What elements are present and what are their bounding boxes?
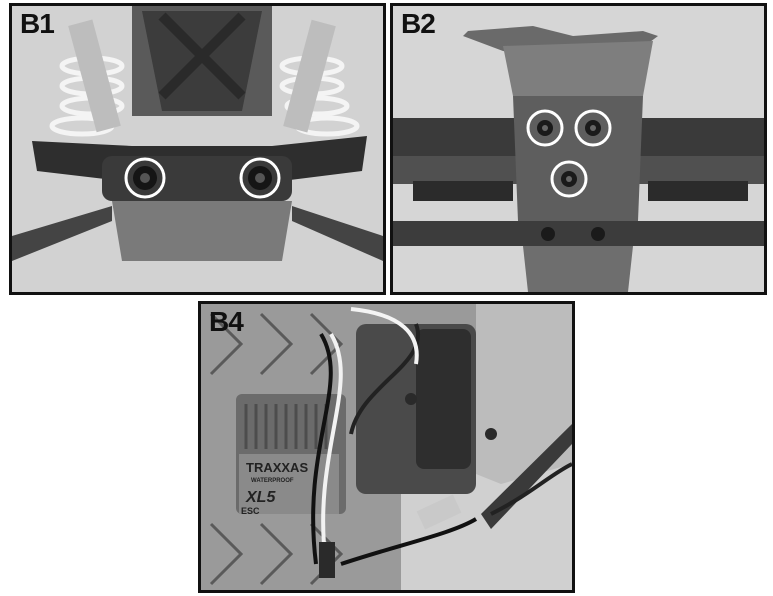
- callout-circle-bottom: [550, 160, 588, 198]
- panel-label-b4: B4: [209, 306, 244, 337]
- panel-b1: B1: [9, 3, 386, 295]
- panel-b4: B4 TRAXXAS WATERPROOF XL5 ESC: [198, 301, 575, 593]
- panel-b2: B2: [390, 3, 767, 295]
- front-bumper-photo: [12, 6, 383, 292]
- traxxas-logo: TRAXXAS: [246, 460, 308, 475]
- esc-model-label: XL5: [245, 489, 276, 506]
- callout-circle-left: [124, 157, 166, 199]
- esc-receiver-photo: TRAXXAS WATERPROOF XL5 ESC: [201, 304, 572, 590]
- underside-plate-photo: [393, 6, 764, 292]
- esc-waterproof-label: WATERPROOF: [251, 478, 294, 484]
- callout-circle-right: [239, 157, 281, 199]
- panel-label-b1: B1: [20, 8, 55, 39]
- esc-tag-label: ESC: [241, 506, 260, 516]
- panel-label-b2: B2: [401, 8, 436, 39]
- callout-circle-top-left: [526, 109, 564, 147]
- callout-circle-top-right: [574, 109, 612, 147]
